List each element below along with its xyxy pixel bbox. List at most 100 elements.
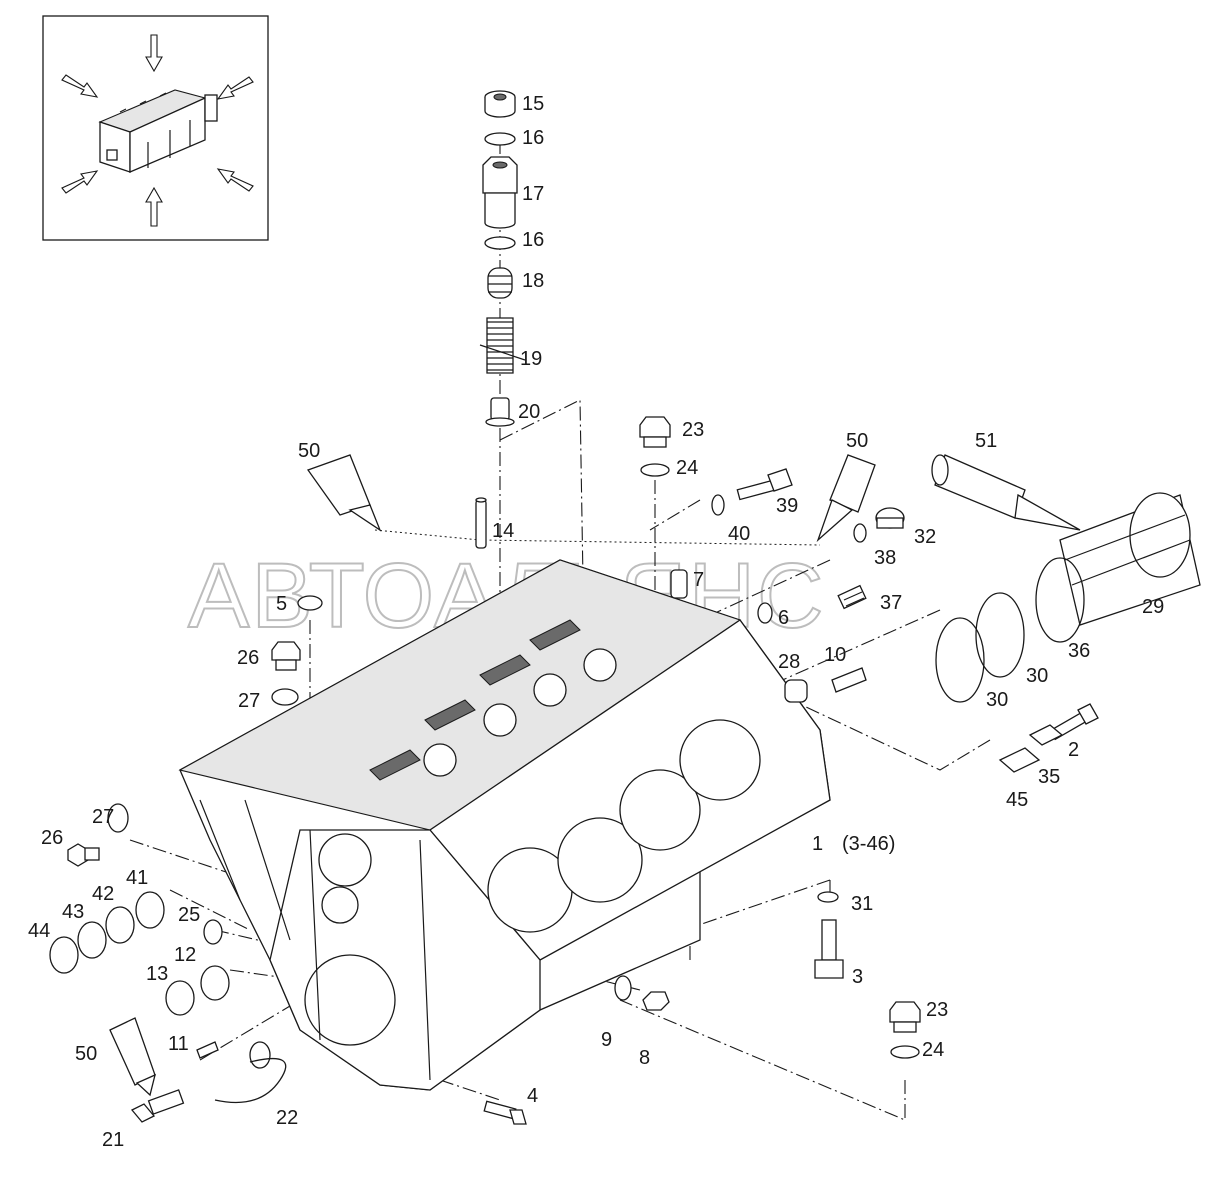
gasket-45	[998, 747, 1041, 773]
plug-part-18	[487, 267, 513, 299]
label-12: 12	[174, 944, 196, 966]
plate-35	[1028, 724, 1064, 746]
plug-23b	[889, 1001, 921, 1033]
bushing-13	[165, 980, 195, 1016]
ring-6	[757, 602, 773, 624]
label-50: 50	[75, 1043, 97, 1065]
bolt-3	[814, 919, 844, 979]
sleeve-rings-41-44	[49, 891, 165, 974]
inset-arrows	[61, 34, 254, 227]
inset-block-icon	[98, 89, 218, 173]
label-15: 15	[522, 93, 544, 115]
nut-part-17	[482, 156, 518, 229]
assembly-range: (3-46)	[842, 833, 895, 855]
label-39: 39	[776, 495, 798, 517]
label-25: 25	[178, 904, 200, 926]
washer-40	[711, 494, 725, 516]
sealant-tube-50b	[816, 454, 876, 543]
plug-8	[642, 991, 670, 1011]
label-37: 37	[880, 592, 902, 614]
label-23: 23	[682, 419, 704, 441]
plug-23a	[639, 416, 671, 448]
label-30: 30	[1026, 665, 1048, 687]
label-31: 31	[851, 893, 873, 915]
label-45: 45	[1006, 789, 1028, 811]
label-32: 32	[914, 526, 936, 548]
label-20: 20	[518, 401, 540, 423]
plug-32	[875, 507, 905, 529]
label-21: 21	[102, 1129, 124, 1151]
valve-stack-parts	[479, 90, 526, 427]
label-19: 19	[520, 348, 542, 370]
piston-part-20	[485, 397, 515, 427]
label-27: 27	[92, 806, 114, 828]
bushing-12	[200, 965, 230, 1001]
pin-14	[475, 497, 487, 549]
label-2: 2	[1068, 739, 1079, 761]
deck-ports	[369, 619, 617, 781]
spring-part-19	[479, 317, 526, 374]
label-30: 30	[986, 689, 1008, 711]
label-1: 1	[812, 833, 823, 855]
label-17: 17	[522, 183, 544, 205]
union-21	[130, 1089, 185, 1123]
washer-9	[614, 975, 632, 1001]
label-8: 8	[639, 1047, 650, 1069]
label-44: 44	[28, 920, 50, 942]
ring-5	[297, 595, 323, 611]
seal-ring-27b	[107, 803, 129, 833]
seal-ring-27a	[271, 688, 299, 706]
sleeve-10	[831, 667, 867, 693]
part-labels: 15 16 17 16 18 19 20 23 24 50 51 50 39 4…	[28, 93, 1164, 1151]
label-18: 18	[522, 270, 544, 292]
pin-7	[670, 569, 688, 599]
label-35: 35	[1038, 766, 1060, 788]
oil-pipe-22	[214, 1058, 287, 1104]
label-38: 38	[874, 547, 896, 569]
label-26: 26	[41, 827, 63, 849]
label-5: 5	[276, 593, 287, 615]
seal-22	[249, 1041, 271, 1069]
engine-block	[178, 559, 831, 1091]
label-16: 16	[522, 229, 544, 251]
label-26: 26	[237, 647, 259, 669]
label-23: 23	[926, 999, 948, 1021]
label-42: 42	[92, 883, 114, 905]
plug-26b	[67, 843, 100, 867]
label-14: 14	[492, 520, 514, 542]
label-11: 11	[168, 1033, 189, 1055]
washer-38	[853, 523, 867, 543]
label-6: 6	[778, 607, 789, 629]
seal-ring-16a	[484, 132, 516, 146]
label-41: 41	[126, 867, 148, 889]
bushing-25	[203, 919, 223, 945]
cylinder-bores	[487, 719, 761, 933]
cylinder-liner-29	[1059, 492, 1201, 626]
label-50: 50	[846, 430, 868, 452]
washer-31	[817, 891, 839, 903]
label-4: 4	[527, 1085, 538, 1107]
bolt-2	[1049, 703, 1099, 741]
bushing-28	[784, 679, 808, 703]
sealant-tube-50a	[306, 454, 382, 532]
label-29: 29	[1142, 596, 1164, 618]
label-7: 7	[693, 569, 704, 591]
label-43: 43	[62, 901, 84, 923]
seal-ring-24b	[890, 1045, 920, 1059]
o-rings-30-36	[935, 557, 1085, 703]
seal-ring-24a	[640, 463, 670, 477]
jet-37	[837, 584, 867, 610]
label-27: 27	[238, 690, 260, 712]
label-50: 50	[298, 440, 320, 462]
label-24: 24	[676, 457, 698, 479]
orientation-inset	[42, 15, 269, 241]
plug-26a	[271, 641, 301, 671]
label-13: 13	[146, 963, 168, 985]
label-16: 16	[522, 127, 544, 149]
label-10: 10	[824, 644, 846, 666]
sealant-cartridge-51	[931, 454, 1081, 531]
label-51: 51	[975, 430, 997, 452]
label-28: 28	[778, 651, 800, 673]
